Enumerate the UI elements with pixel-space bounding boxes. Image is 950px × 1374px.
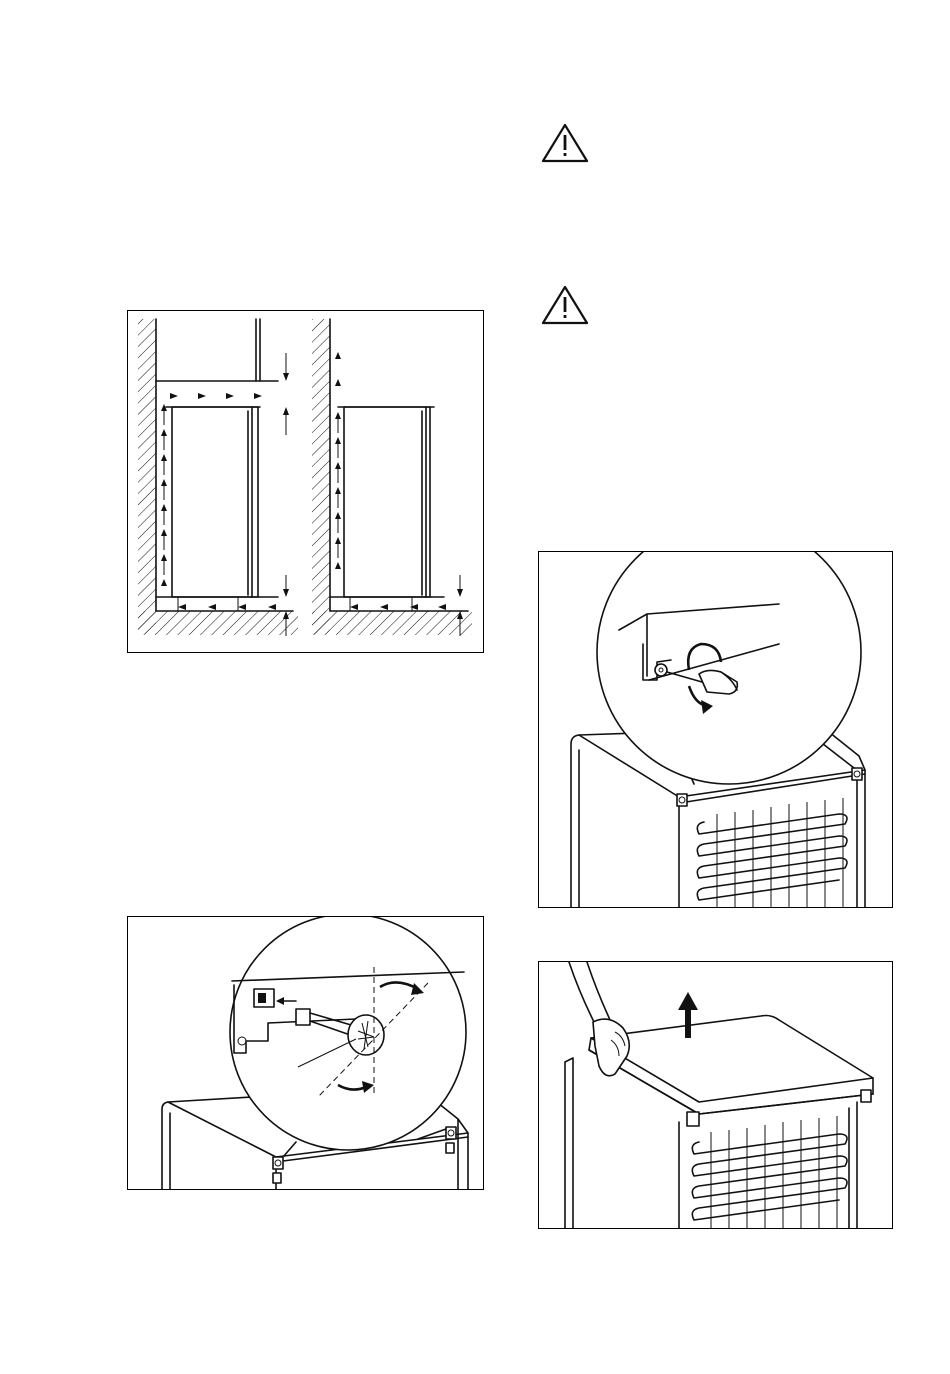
ventilation-scene-left	[138, 319, 298, 636]
hand-icon	[569, 962, 629, 1076]
magnifier-detail	[597, 552, 861, 784]
figure-ventilation-clearance	[127, 310, 484, 653]
figure-lift-top-cover	[538, 961, 893, 1229]
warning-triangle-icon	[540, 122, 590, 164]
warning-icon-1	[540, 122, 590, 164]
magnifier-detail	[230, 917, 466, 1157]
figure-screw-removal	[538, 551, 893, 908]
condenser-coil	[697, 798, 847, 907]
condenser-coil	[692, 1116, 847, 1228]
warning-triangle-icon	[540, 284, 590, 326]
ventilation-scene-right	[312, 319, 472, 636]
warning-icon-2	[540, 284, 590, 326]
top-cover	[589, 1016, 873, 1127]
figure-hinge-removal	[127, 916, 484, 1190]
